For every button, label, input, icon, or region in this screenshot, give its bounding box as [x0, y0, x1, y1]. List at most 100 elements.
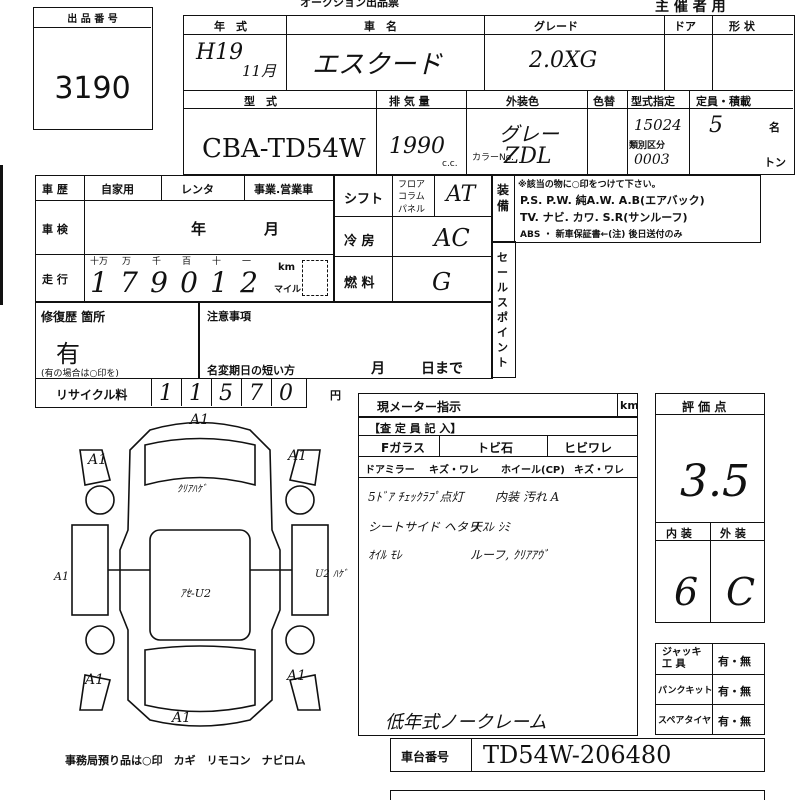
label-capacity-unit: 名 — [769, 121, 780, 134]
unit-1: 一 — [242, 257, 252, 267]
equipment-row-3: ABS ・ 新車保証書←(注) 後日送付のみ — [520, 230, 683, 240]
label-yen: 円 — [330, 389, 341, 402]
value-score: 3.5 — [680, 456, 750, 507]
label-jack: ジャッキ 工 具 — [662, 647, 702, 670]
recycle-digit-2: 1 — [189, 380, 203, 406]
mileage-digits: 十万 万 千 百 十 一 1 7 9 0 1 2 — [88, 256, 268, 300]
label-puncture-kit: パンクキット — [658, 686, 713, 696]
value-type-code: 15024 — [634, 116, 682, 134]
mark-a1-right: A1 — [288, 448, 308, 464]
lot-number: 3190 — [54, 70, 131, 106]
puncture-yesno: 有・無 — [718, 685, 751, 698]
label-crack: ヒビワレ — [564, 441, 613, 455]
label-fuel: 燃 料 — [344, 276, 375, 291]
inspection-month-unit: 月 — [264, 220, 280, 238]
mark-a1-top: A1 — [190, 412, 210, 428]
unit-100k: 十万 — [90, 257, 109, 267]
mileage-digit-5: 1 — [210, 265, 228, 299]
label-type-code: 型式指定 — [631, 95, 675, 108]
label-name-change: 名変期日の短い方 — [207, 364, 295, 377]
equipment-row-1: P.S. P.W. 純A.W. A.B(エアバック) — [520, 194, 705, 207]
mileage-digit-3: 9 — [150, 265, 168, 299]
value-class-code: 0003 — [634, 152, 670, 168]
owner-label: 主 催 者 用 — [655, 0, 726, 15]
label-exterior: 外 装 — [720, 527, 746, 540]
label-shift: シフト — [344, 192, 384, 207]
mark-a1-bottom: A1 — [172, 710, 192, 726]
label-mileage: 走 行 — [42, 273, 68, 286]
label-meter: 現メーター指示 — [377, 400, 462, 414]
shift-column: コラム — [398, 192, 425, 202]
mark-clear: ｸﾘｱﾊｹﾞ — [177, 484, 207, 495]
page-edge-mark — [0, 165, 3, 305]
unit-10k: 万 — [122, 257, 132, 267]
inspection-year-unit: 年 — [191, 220, 207, 238]
value-ext-color: グレー — [499, 122, 559, 146]
mileage-digit-4: 0 — [180, 265, 198, 299]
recycle-digit-5: 0 — [279, 380, 293, 406]
side-left — [71, 524, 109, 616]
label-inspector: 【査 定 員 記 入】 — [369, 422, 462, 435]
value-shift: AT — [446, 182, 476, 207]
tools-box: ジャッキ 工 具 有・無 パンクキット 有・無 スペアタイヤ 有・無 — [655, 643, 765, 735]
shift-floor: フロア — [398, 180, 426, 190]
mirror-options: キズ・ワレ — [429, 465, 479, 476]
value-model: CBA-TD54W — [202, 134, 366, 164]
notes-border — [358, 478, 638, 736]
sale-point-box: セールスポイント — [491, 241, 516, 378]
history-grid: 車 歴 自家用 レンタ 事業.営業車 車 検 年 月 走 行 十万 万 千 百 … — [35, 175, 335, 303]
recycle-digit-4: 7 — [249, 380, 263, 406]
label-load-unit: トン — [764, 156, 786, 169]
label-sale-point: セールスポイント — [497, 251, 508, 369]
value-exterior: C — [726, 570, 756, 614]
label-class-code: 類別区分 — [629, 141, 666, 151]
label-body-type: 形 状 — [729, 20, 755, 33]
label-inspection: 車 検 — [42, 223, 68, 236]
label-color-code: カラーNo. — [472, 153, 514, 163]
label-nc-day: 日まで — [421, 361, 463, 377]
low-year-note: 低年式ノークレーム — [385, 712, 547, 733]
wheel-front-left — [85, 485, 115, 515]
unit-100: 百 — [182, 257, 192, 267]
value-capacity: 5 — [709, 113, 723, 138]
mark-a1-rear-right: A1 — [287, 668, 307, 684]
label-mile: マイル — [274, 285, 302, 295]
label-wheel: ホイール(CP) — [501, 465, 565, 476]
note-1: 5ﾄﾞｱ ﾁｪｯｸﾗﾌﾟ点灯 — [368, 490, 464, 504]
value-grade: 2.0XG — [529, 48, 598, 73]
note-3: シートサイド ヘタリ — [368, 520, 480, 534]
shift-panel: パネル — [398, 205, 426, 215]
history-business: 事業.営業車 — [254, 183, 314, 196]
meter-box: 現メーター指示 km — [358, 393, 639, 418]
note-4: 天ｽﾚ ｼﾐ — [470, 520, 510, 534]
history-rental: レンタ — [181, 183, 214, 196]
label-recycle: リサイクル料 — [56, 388, 128, 402]
car-hood — [144, 437, 256, 487]
label-year: 年 式 — [214, 20, 247, 33]
label-displacement: 排 気 量 — [389, 95, 430, 108]
jack-yesno: 有・無 — [718, 655, 751, 668]
caution-box: 注意事項 名変期日の短い方 月 日まで — [198, 301, 493, 379]
label-car-name: 車 名 — [364, 20, 397, 33]
label-meter-unit: km — [620, 399, 639, 412]
repair-note: (有の場合は○印を) — [41, 369, 119, 379]
note-5: ｵｲﾙ ﾓﾚ — [368, 548, 402, 562]
car-rear — [144, 645, 256, 713]
label-grade: グレード — [534, 20, 578, 33]
mileage-digit-6: 2 — [240, 265, 258, 299]
note-6: ルーフ, ｸﾘｱｱｳﾞ — [470, 548, 549, 562]
label-chassis: 車台番号 — [401, 750, 450, 764]
value-ac: AC — [434, 224, 470, 252]
equipment-note: ※該当の物に○印をつけて下さい。 — [518, 180, 661, 190]
equipment-box: 装 備 ※該当の物に○印をつけて下さい。 P.S. P.W. 純A.W. A.B… — [491, 175, 761, 243]
value-repair: 有 — [56, 340, 80, 368]
equipment-row-2: TV. ナビ. カワ. S.R(サンルーフ) — [520, 211, 688, 224]
car-roof — [149, 529, 251, 641]
label-stone-chip: トビ石 — [477, 441, 514, 455]
wheel-options: キズ・ワレ — [574, 465, 624, 476]
label-doors: ドア — [674, 20, 696, 33]
inspector-box: 【査 定 員 記 入】 Fガラス トビ石 ヒビワレ ドアミラー キズ・ワレ ホイ… — [358, 416, 638, 478]
label-color-change: 色替 — [593, 95, 615, 108]
label-history: 車 歴 — [42, 183, 68, 196]
value-year: H19 — [196, 40, 244, 65]
